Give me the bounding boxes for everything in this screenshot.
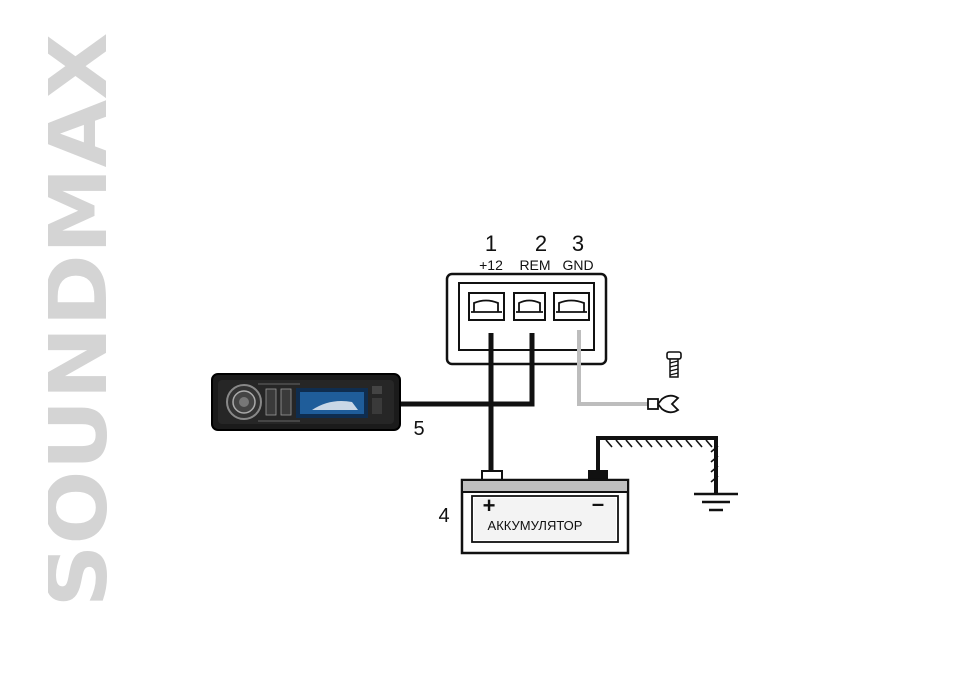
terminal-slot-1 xyxy=(469,293,504,320)
callout-battery: 4 xyxy=(438,505,449,527)
battery-plus: + xyxy=(483,493,496,518)
terminal-1-number: 1 xyxy=(485,231,497,256)
terminal-3-label: GND xyxy=(562,257,593,273)
terminal-2-label: REM xyxy=(519,257,550,273)
terminal-2-number: 2 xyxy=(535,231,547,256)
ring-terminal-icon xyxy=(648,396,678,413)
terminal-slot-2 xyxy=(514,293,545,320)
callout-cable: 5 xyxy=(413,418,424,440)
car-radio-icon xyxy=(212,374,400,430)
terminal-slot-3 xyxy=(554,293,589,320)
screw-icon xyxy=(667,352,681,377)
terminal-3-number: 3 xyxy=(572,231,584,256)
terminal-block xyxy=(447,274,606,364)
terminal-1-label: +12 xyxy=(479,257,503,273)
battery-minus: – xyxy=(592,491,604,516)
ground-symbol-icon xyxy=(694,494,738,510)
chassis-hatch xyxy=(606,440,718,482)
battery-label: АККУМУЛЯТОР xyxy=(488,518,583,533)
